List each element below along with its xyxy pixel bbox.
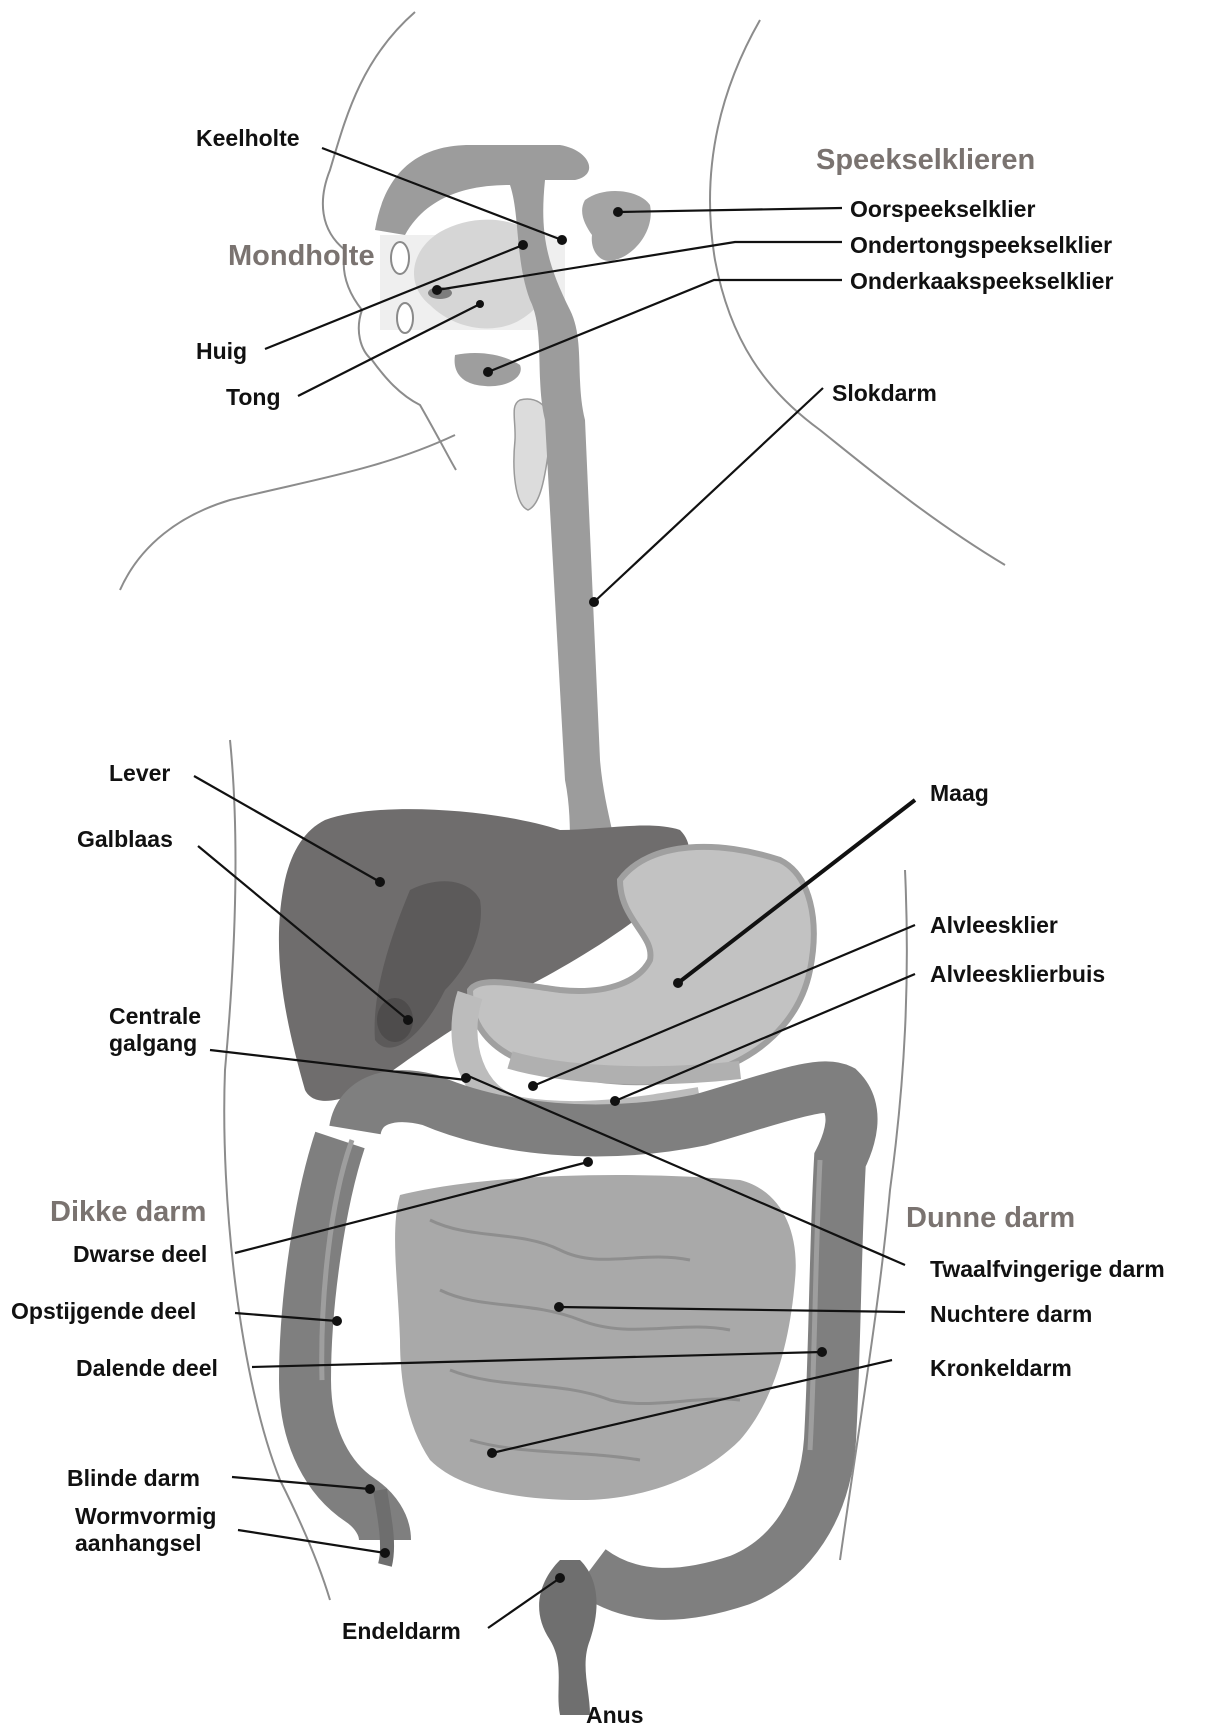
- label-dalende-deel: Dalende deel: [76, 1355, 218, 1382]
- dot-opstijgende-deel: [332, 1316, 342, 1326]
- dot-keelholte: [557, 235, 567, 245]
- dot-wormvormig-aanhangsel: [380, 1548, 390, 1558]
- leader-oorspeekselklier: [618, 208, 842, 212]
- dot-tong: [476, 300, 484, 308]
- rectum-shape: [539, 1560, 596, 1715]
- label-keelholte: Keelholte: [196, 125, 300, 152]
- dot-ondertongspeekselklier: [432, 285, 442, 295]
- label-nuchtere-darm: Nuchtere darm: [930, 1301, 1092, 1328]
- small-intestine-shape: [395, 1175, 796, 1500]
- dot-lever: [375, 877, 385, 887]
- dot-alvleesklier: [528, 1081, 538, 1091]
- dot-kronkeldarm: [487, 1448, 497, 1458]
- dot-onderkaakspeekselklier: [483, 367, 493, 377]
- label-twaalfvingerige-darm: Twaalfvingerige darm: [930, 1256, 1165, 1283]
- label-centrale-galgang: Centrale galgang: [109, 1003, 201, 1057]
- dot-oorspeekselklier: [613, 207, 623, 217]
- dot-endeldarm: [555, 1573, 565, 1583]
- dot-centrale-galgang: [461, 1073, 471, 1083]
- label-endeldarm: Endeldarm: [342, 1618, 461, 1645]
- label-kronkeldarm: Kronkeldarm: [930, 1355, 1072, 1382]
- dot-blinde-darm: [365, 1484, 375, 1494]
- label-huig: Huig: [196, 338, 247, 365]
- dot-slokdarm: [589, 597, 599, 607]
- group-dikke-darm: Dikke darm: [50, 1196, 206, 1228]
- label-anus: Anus: [586, 1702, 644, 1729]
- dot-huig: [518, 240, 528, 250]
- label-ondertongspeekselklier: Ondertongspeekselklier: [850, 232, 1112, 259]
- label-alvleesklierbuis: Alvleesklierbuis: [930, 961, 1105, 988]
- label-slokdarm: Slokdarm: [832, 380, 937, 407]
- group-mondholte: Mondholte: [228, 240, 375, 272]
- label-lever: Lever: [109, 760, 170, 787]
- label-blinde-darm: Blinde darm: [67, 1465, 200, 1492]
- label-wormvormig-aanhangsel: Wormvormig aanhangsel: [75, 1503, 216, 1557]
- dot-dalende-deel: [817, 1347, 827, 1357]
- label-opstijgende-deel: Opstijgende deel: [11, 1298, 196, 1325]
- group-dunne-darm: Dunne darm: [906, 1202, 1075, 1234]
- dot-galblaas: [403, 1015, 413, 1025]
- dot-maag: [673, 978, 683, 988]
- group-speekselklieren: Speekselklieren: [816, 144, 1035, 176]
- label-dwarse-deel: Dwarse deel: [73, 1241, 207, 1268]
- label-tong: Tong: [226, 384, 281, 411]
- label-onderkaakspeekselklier: Onderkaakspeekselklier: [850, 268, 1113, 295]
- leader-slokdarm: [594, 388, 823, 602]
- label-maag: Maag: [930, 780, 989, 807]
- label-alvleesklier: Alvleesklier: [930, 912, 1058, 939]
- label-oorspeekselklier: Oorspeekselklier: [850, 196, 1035, 223]
- dot-nuchtere-darm: [554, 1302, 564, 1312]
- label-galblaas: Galblaas: [77, 826, 173, 853]
- dot-dwarse-deel: [583, 1157, 593, 1167]
- dot-alvleesklierbuis: [610, 1096, 620, 1106]
